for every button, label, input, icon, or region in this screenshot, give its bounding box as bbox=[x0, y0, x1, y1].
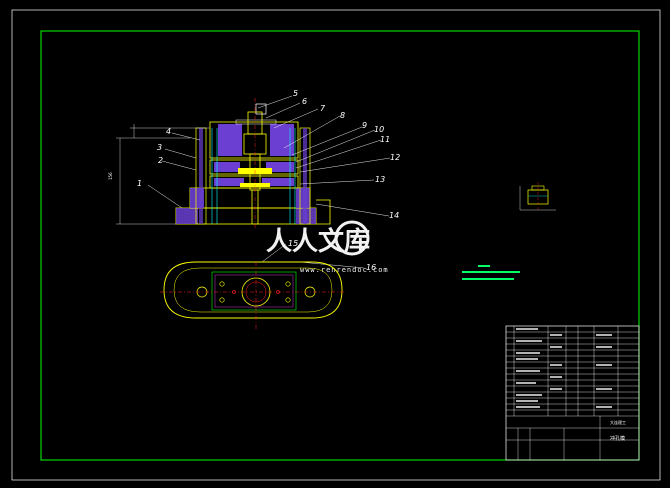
svg-text:156: 156 bbox=[108, 172, 113, 180]
part-label-11: 11 bbox=[380, 135, 390, 144]
section-view: 156 1 2 3 4 5 6 7 8 9 10 11 12 bbox=[108, 89, 400, 272]
plan-view bbox=[160, 261, 346, 330]
part-label-9: 9 bbox=[362, 121, 367, 130]
part-label-8: 8 bbox=[340, 111, 345, 120]
inner-frame bbox=[40, 30, 640, 461]
part-label-1: 1 bbox=[137, 179, 142, 188]
part-label-7: 7 bbox=[320, 104, 326, 113]
drawing-company: 大连理工 bbox=[610, 419, 626, 425]
watermark: 人人文库 www.renrendoc.com bbox=[266, 220, 389, 274]
drawing-title: 冲孔模 bbox=[610, 435, 625, 442]
part-label-15: 15 bbox=[288, 239, 298, 248]
title-block: 大连理工 冲孔模 bbox=[505, 325, 640, 461]
outer-frame bbox=[11, 9, 661, 481]
part-label-3: 3 bbox=[157, 143, 162, 152]
watermark-url: www.renrendoc.com bbox=[300, 266, 389, 274]
part-label-4: 4 bbox=[166, 127, 171, 136]
part-detail bbox=[519, 182, 556, 212]
part-label-5: 5 bbox=[293, 89, 298, 98]
part-label-6: 6 bbox=[302, 97, 307, 106]
part-label-16: 16 bbox=[366, 263, 376, 272]
part-label-12: 12 bbox=[390, 153, 400, 162]
part-label-2: 2 bbox=[158, 156, 163, 165]
technical-notes bbox=[462, 265, 520, 280]
part-label-13: 13 bbox=[375, 175, 385, 184]
part-label-14: 14 bbox=[389, 211, 399, 220]
watermark-text: 人人文库 bbox=[266, 226, 370, 257]
part-label-10: 10 bbox=[374, 125, 384, 134]
